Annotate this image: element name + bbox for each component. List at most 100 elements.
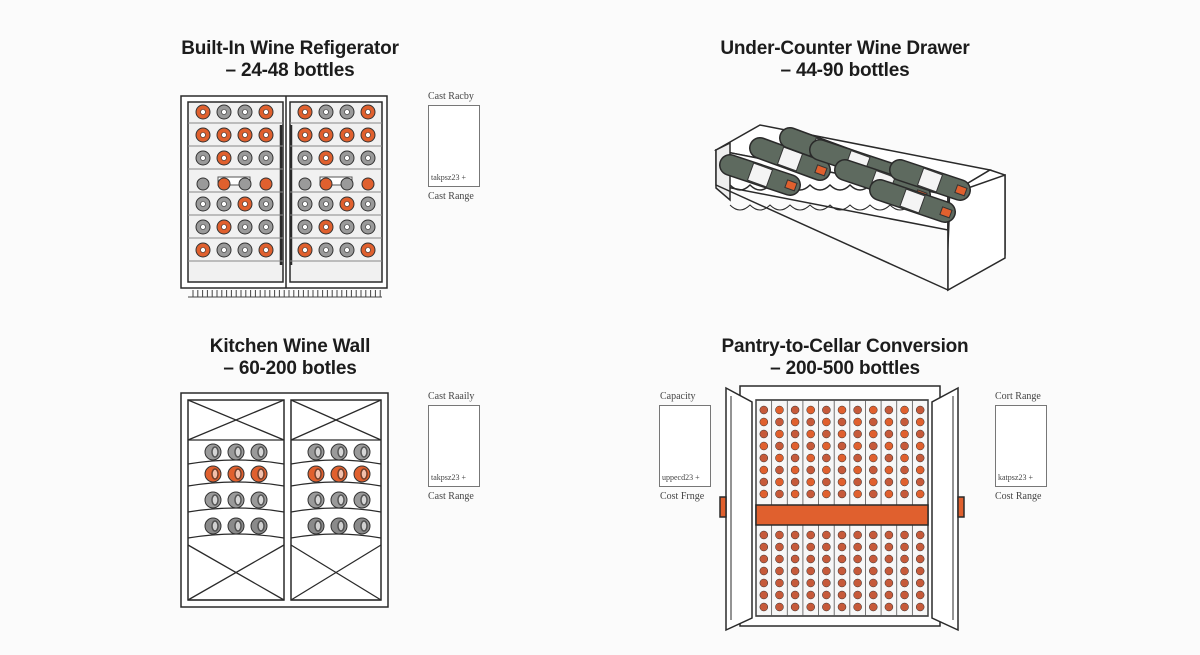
bottle-cap — [954, 184, 968, 197]
bottle-end — [884, 405, 894, 415]
bottle-end — [790, 465, 800, 475]
bottle-highlight — [257, 446, 265, 458]
bottle-cork — [200, 155, 206, 161]
bottle-highlight — [337, 520, 345, 532]
bottle-end — [759, 477, 769, 487]
bottle-highlight — [360, 520, 368, 532]
bottle-end — [759, 554, 769, 564]
bottle-end — [869, 530, 878, 540]
subtitle-text: – 60-200 botles — [223, 358, 357, 379]
bottle-end — [915, 566, 925, 576]
bottle-end — [759, 429, 769, 439]
bottle-highlight — [257, 468, 265, 480]
bottle-cork — [263, 109, 269, 115]
bottle-end — [837, 566, 847, 576]
bottle-end — [915, 602, 925, 612]
bottle-end — [853, 441, 862, 451]
bottle-end — [775, 417, 784, 427]
bottle-end — [900, 429, 909, 439]
bottle-cap — [784, 179, 798, 192]
bottle-cork — [242, 247, 248, 253]
bottle-end — [900, 530, 909, 540]
bottle-end — [759, 542, 769, 552]
bottle-end — [775, 578, 784, 588]
bottle-end — [775, 566, 784, 576]
bottle-end — [853, 554, 862, 564]
bottle-cork — [200, 109, 206, 115]
bottle-end — [775, 429, 784, 439]
bottle-highlight — [257, 494, 265, 506]
bottle-end — [759, 489, 769, 499]
bottle-cork — [200, 224, 206, 230]
bottle-end — [915, 429, 925, 439]
bottle-highlight — [257, 520, 265, 532]
bottle-end — [884, 477, 894, 487]
bottle-end — [775, 465, 784, 475]
bottle-end — [759, 405, 769, 415]
bottle-cork — [365, 109, 371, 115]
cost-box-label: takpsz23 + — [431, 473, 466, 482]
bottle-end — [884, 489, 894, 499]
bottle-end — [822, 453, 831, 463]
bottle-end — [217, 177, 231, 191]
bottle-end — [869, 489, 878, 499]
bottle-cork — [242, 155, 248, 161]
bottle-highlight — [314, 446, 322, 458]
rack-cross — [290, 544, 382, 601]
bottle-end — [238, 177, 252, 191]
bottle-end — [759, 566, 769, 576]
wine-drawer-illustration — [713, 124, 1006, 292]
bottle-cork — [302, 224, 308, 230]
bottle-highlight — [360, 494, 368, 506]
bottle-end — [759, 417, 769, 427]
bottle-end — [822, 477, 831, 487]
bottle-end — [869, 405, 878, 415]
bottle-end — [822, 465, 831, 475]
subtitle-text: – 200-500 bottles — [770, 358, 920, 379]
bottle-end — [837, 405, 847, 415]
bottle-end — [806, 602, 815, 612]
bottle-end — [884, 441, 894, 451]
bottle-end — [853, 477, 862, 487]
bottle-end — [837, 429, 847, 439]
bottle-end — [837, 477, 847, 487]
bottle-end — [900, 590, 909, 600]
bottle-cork — [242, 132, 248, 138]
bottle-end — [884, 602, 894, 612]
bottle-end — [869, 590, 878, 600]
bottle-end — [853, 405, 862, 415]
bottle-end — [775, 405, 784, 415]
bottle-cork — [302, 247, 308, 253]
bottle-cork — [263, 132, 269, 138]
bottle-cork — [344, 224, 350, 230]
bottle-end — [319, 177, 333, 191]
title-text: Kitchen Wine Wall — [209, 336, 371, 357]
bottle-end — [869, 554, 878, 564]
bottle-end — [775, 602, 784, 612]
bottle-end — [869, 441, 878, 451]
bottle-end — [915, 465, 925, 475]
bottle-highlight — [360, 446, 368, 458]
bottle-end — [790, 417, 800, 427]
bottle-cork — [323, 155, 329, 161]
cost-box: takpsz23 + — [428, 105, 480, 187]
bottle-end — [884, 429, 894, 439]
bottle-end — [806, 542, 815, 552]
cost-box-label: takpsz23 + — [431, 173, 466, 182]
bottle-cork — [344, 109, 350, 115]
bottle-end — [869, 429, 878, 439]
bottle-end — [822, 441, 831, 451]
subtitle-text: – 44-90 bottles — [780, 60, 910, 81]
bottle-end — [822, 489, 831, 499]
bottle-highlight — [337, 468, 345, 480]
bottle-label — [916, 167, 944, 193]
cost-label-bottom: Cast Range — [428, 491, 474, 502]
panel-title-built-in: Built-In Wine Refigerator – 24-48 bottle… — [140, 38, 440, 82]
bottle-end — [900, 405, 909, 415]
rack-cross — [290, 399, 382, 441]
bottle-end — [853, 590, 862, 600]
capacity-label-top: Capacity — [660, 391, 696, 402]
bottle-cork — [344, 132, 350, 138]
bottle-end — [775, 530, 784, 540]
bottle-end — [853, 542, 862, 552]
